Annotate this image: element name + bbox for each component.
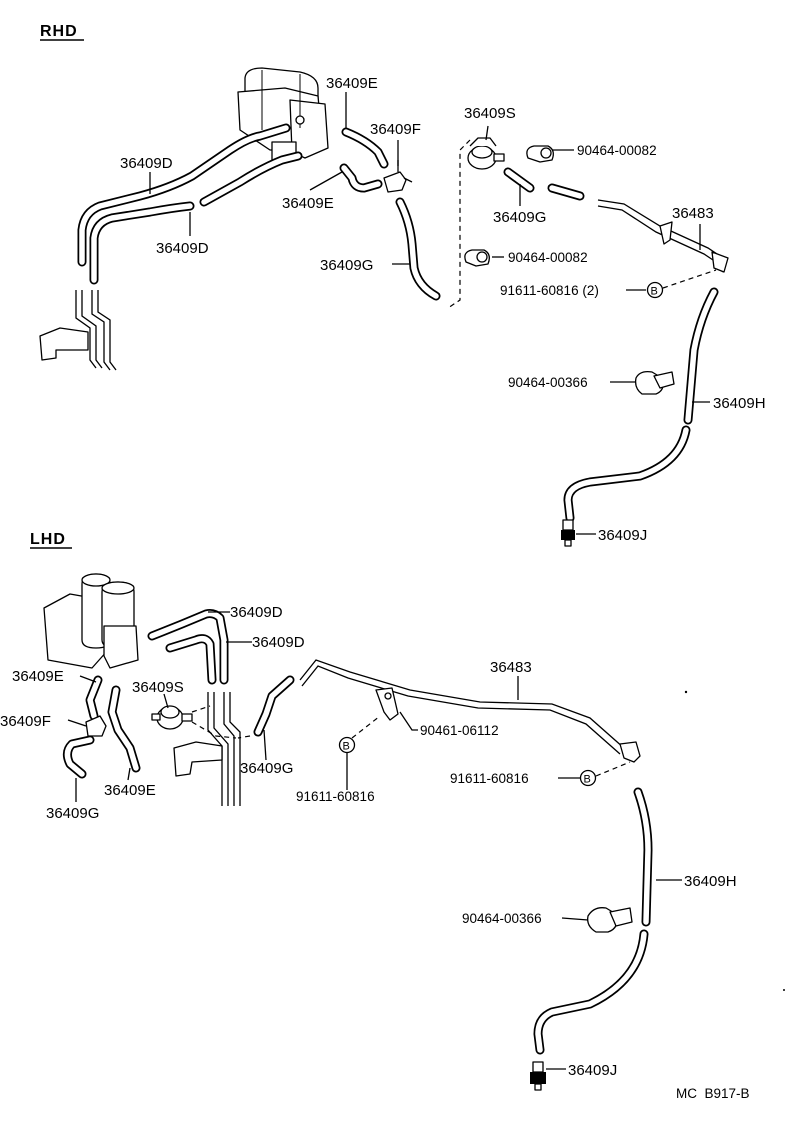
rhd-label-36409G-right: 36409G xyxy=(493,209,546,226)
rhd-hose-36409D-upper xyxy=(77,123,291,267)
rhd-label-91611-60816: 91611-60816 (2) xyxy=(500,283,599,298)
rhd-label-90464-00366: 90464-00366 xyxy=(508,375,588,390)
lhd-hose-36409D-b xyxy=(165,634,217,685)
stray-dot xyxy=(684,690,688,694)
lhd-label-90461-06112: 90461-06112 xyxy=(420,723,499,738)
figure-code: MC B917-B xyxy=(676,1086,750,1101)
lhd-pipes-bracket xyxy=(173,692,241,806)
rhd-title: RHD xyxy=(40,23,78,40)
svg-text:B: B xyxy=(651,286,658,298)
lhd-label-36409H: 36409H xyxy=(684,873,737,890)
lhd-section: LHD xyxy=(0,531,737,1091)
rhd-label-90464-00082-b: 90464-00082 xyxy=(508,250,588,265)
lhd-dash-s xyxy=(191,705,237,739)
rhd-label-36409H: 36409H xyxy=(713,395,766,412)
rhd-label-36409D-bot: 36409D xyxy=(156,240,209,257)
rhd-label-36409D-top: 36409D xyxy=(120,155,173,172)
lhd-label-36409D-a: 36409D xyxy=(230,604,283,621)
lhd-hose-36409E-b xyxy=(107,685,141,773)
lhd-leaders xyxy=(67,611,682,1070)
rhd-valve-36409F xyxy=(383,160,413,193)
lhd-valve-36409S xyxy=(151,705,193,730)
rhd-pipe-36483 xyxy=(597,199,729,273)
lhd-label-36483: 36483 xyxy=(490,659,532,676)
rhd-hose-36409H xyxy=(563,287,719,523)
lhd-label-36409J: 36409J xyxy=(568,1062,617,1079)
lhd-label-36409D-b: 36409D xyxy=(252,634,305,651)
lhd-clamp-90464-00366 xyxy=(587,907,633,933)
rhd-label-36409S: 36409S xyxy=(464,105,516,122)
rhd-clamp-90464-00082-a xyxy=(526,145,554,163)
lhd-label-36409G-a: 36409G xyxy=(46,805,99,822)
rhd-label-36483: 36483 xyxy=(672,205,714,222)
svg-text:B: B xyxy=(584,774,591,786)
lhd-title: LHD xyxy=(30,531,66,548)
lhd-hose-36409D-a xyxy=(147,609,229,685)
lhd-hose-36409G-b xyxy=(253,675,295,737)
lhd-label-36409E-b: 36409E xyxy=(104,782,156,799)
lhd-hose-36409H xyxy=(533,787,653,1055)
rhd-section: RHD xyxy=(39,23,766,547)
lhd-pipe-36483 xyxy=(299,659,641,763)
rhd-bolt-B: B xyxy=(646,269,717,299)
lhd-hose-36409G-a xyxy=(62,735,95,779)
rhd-leaders xyxy=(149,92,710,535)
stray-dot xyxy=(783,989,785,991)
lhd-fitting-36409J xyxy=(530,1061,546,1091)
rhd-label-36409E-top: 36409E xyxy=(326,75,378,92)
lhd-label-36409F: 36409F xyxy=(0,713,51,730)
lhd-bolt-B-a: B xyxy=(338,715,381,754)
lhd-hose-36409E-a xyxy=(85,675,103,721)
lhd-label-90464-00366: 90464-00366 xyxy=(462,911,542,926)
rhd-hose-36409E-mid xyxy=(339,163,383,193)
lhd-dash-g xyxy=(237,735,251,739)
rhd-canister-unit xyxy=(237,67,329,161)
rhd-label-90464-00082-a: 90464-00082 xyxy=(577,143,657,158)
lhd-label-91611-60816-a: 91611-60816 xyxy=(296,789,375,804)
rhd-hose-36409E-top xyxy=(341,127,389,169)
rhd-pipes-bracket xyxy=(39,290,117,371)
rhd-hose-36409D-lower xyxy=(89,151,303,285)
rhd-label-36409F: 36409F xyxy=(370,121,421,138)
lhd-label-36409G-b: 36409G xyxy=(240,760,293,777)
rhd-clamp-90464-00366 xyxy=(634,370,675,395)
lhd-label-36409S: 36409S xyxy=(132,679,184,696)
lhd-canister-unit xyxy=(43,573,139,669)
rhd-label-36409E-mid: 36409E xyxy=(282,195,334,212)
rhd-hose-36409G-left xyxy=(395,197,441,301)
svg-text:B: B xyxy=(343,741,350,753)
lhd-label-36409E-a: 36409E xyxy=(12,668,64,685)
lhd-bolt-B-b: B xyxy=(579,761,631,787)
rhd-hose-36409G-right xyxy=(503,167,585,201)
rhd-dash-bracket xyxy=(447,139,471,309)
lhd-label-91611-60816-b: 91611-60816 xyxy=(450,771,529,786)
rhd-clamp-90464-00082-b xyxy=(464,249,490,267)
rhd-fitting-36409J xyxy=(561,519,575,547)
rhd-valve-36409S xyxy=(467,137,505,170)
rhd-label-36409J: 36409J xyxy=(598,527,647,544)
lhd-valve-36409F xyxy=(85,715,107,737)
rhd-label-36409G-left: 36409G xyxy=(320,257,373,274)
